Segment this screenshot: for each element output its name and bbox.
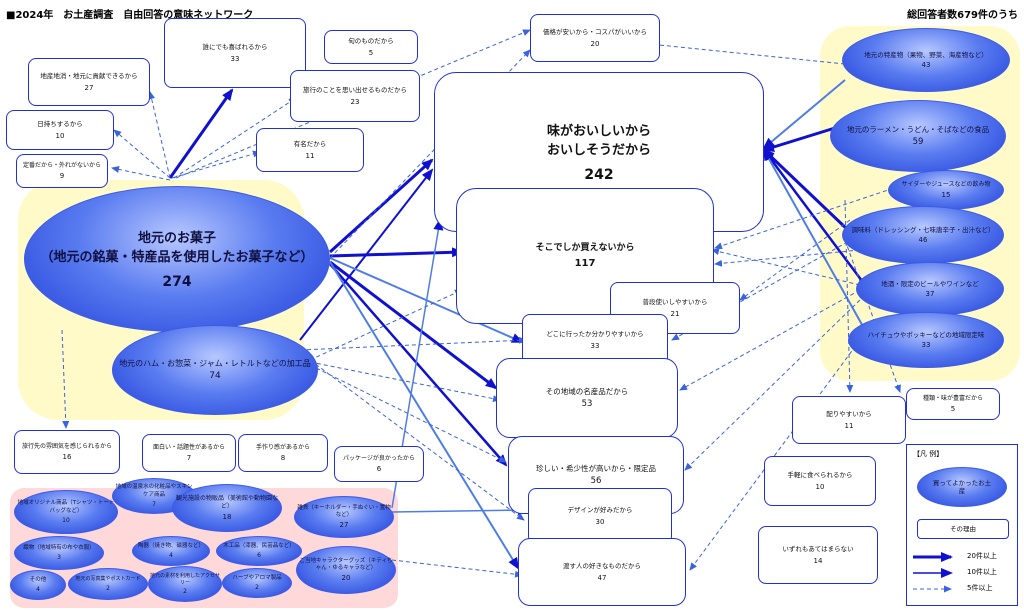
node-sonota: その他 4 <box>10 570 66 600</box>
edge-d-16 <box>689 339 861 571</box>
edge-d-14 <box>684 299 861 471</box>
edge-okashi-dareni <box>168 88 234 179</box>
edge-okashi-oishii <box>328 158 434 254</box>
node-kubari: 配りやすいから 11 <box>792 396 906 444</box>
edge-d-25 <box>299 336 527 351</box>
edge-beer-oishii <box>762 148 867 286</box>
edge-kakou-oishii <box>299 168 434 341</box>
node-izure: いずれもあてはまらない 14 <box>758 526 878 584</box>
legend-node-sample: 買ってよかったお土産 <box>917 467 1007 507</box>
node-himochi: 日持ちするから 10 <box>6 110 114 150</box>
node-shurui: 種類・味が豊富だから 5 <box>906 388 1000 420</box>
node-fun-iki: 旅行先の雰囲気を感じられるから 16 <box>14 430 120 474</box>
node-meisan: その地域の名産品だから 53 <box>496 358 678 438</box>
edge-d-12 <box>711 248 861 286</box>
edge-d-13 <box>679 289 861 391</box>
edge-d-9 <box>714 185 901 250</box>
edge-okashi-sokodake <box>329 247 464 258</box>
edge-hichu-oishii <box>763 148 866 331</box>
edge-d-5 <box>173 97 297 179</box>
node-zakka: 雑貨（キーホルダー・手ぬぐい・置物など） 27 <box>294 496 394 538</box>
node-cider: サイダーやジュースなどの飲み物 15 <box>888 170 1004 210</box>
node-dokoni: どこに行ったか分かりやすいから 33 <box>522 314 668 366</box>
node-kakou: 地元のハム・お惣菜・ジャム・レトルトなどの加工品 74 <box>112 325 318 415</box>
edge-d-19 <box>309 359 525 521</box>
node-beer: 地酒・限定のビールやワインなど 37 <box>856 262 1004 316</box>
total-respondents: 総回答者数679件のうち <box>907 10 1018 21</box>
node-chara: ご当地キャラクターグッズ（キティちゃん・ゆるキャラなど） 20 <box>296 546 396 594</box>
node-orimono: 織物（地域特有の布や衣服） 3 <box>14 536 104 570</box>
legend-reason-sample: その理由 <box>917 519 1009 539</box>
legend-label-10: 10件以上 <box>967 568 997 576</box>
edge-choumi-oishii <box>762 148 850 232</box>
legend-label-20: 20件以上 <box>967 552 997 560</box>
edge-ramen-oishii <box>762 126 836 152</box>
node-ramen: 地元のラーメン・うどん・そばなどの食品 59 <box>830 100 1006 172</box>
legend-label-5: 5件以上 <box>967 584 993 592</box>
edge-d-7 <box>61 329 70 429</box>
edge-d-2 <box>113 129 171 179</box>
node-tezukuri: 手作り感があるから 8 <box>238 434 328 472</box>
node-tegaru: 手軽に食べられるから 10 <box>764 456 876 506</box>
node-ryokou: 旅行のことを思い出せるものだから 23 <box>290 70 420 122</box>
node-design: デザインが好みだから 30 <box>528 488 672 544</box>
edge-d-18 <box>844 239 901 393</box>
edge-d-8 <box>629 39 846 65</box>
edge-d-20 <box>309 289 463 361</box>
node-mokkou: 木工品（漆器、民芸品など） 6 <box>216 536 302 566</box>
node-yumei: 有名だから 11 <box>256 128 364 172</box>
node-sozai: 地元の素材を利用したアクセサリー 2 <box>148 566 222 602</box>
edge-d-3 <box>111 165 171 181</box>
edge-d-21 <box>309 361 501 403</box>
node-package: パッケージが良かったから 6 <box>334 446 424 482</box>
node-choumi: 調味料（ドレッシング・七味唐辛子・出汁など） 46 <box>842 206 1004 264</box>
node-tokiki: 陶器（焼き物、磁器など） 4 <box>132 536 210 566</box>
edge-zakka-design <box>391 505 530 516</box>
node-shashin: 地元の写真集やポストカード 2 <box>68 568 148 600</box>
node-chisan: 地産地消・地元に貢献できるから 27 <box>28 58 150 106</box>
edge-d-11 <box>671 234 861 341</box>
edge-okashi-mezurashii <box>329 263 508 467</box>
node-shun: 旬のものだから 5 <box>324 30 418 64</box>
node-hichu: ハイチュウやポッキーなどの地域限定味 33 <box>848 312 1004 368</box>
node-herb: ハーブやアロマ製品 2 <box>222 568 292 598</box>
node-tokusan: 地元の特産物（果物、野菜、海産物など） 43 <box>842 28 1010 92</box>
edge-d-15 <box>714 249 861 267</box>
legend-lines <box>913 552 953 593</box>
node-okashi: 地元のお菓子 （地元の銘菓・特産品を使用したお菓子など） 274 <box>24 186 330 332</box>
edge-d-10 <box>739 219 851 301</box>
node-dareni: 誰にでも喜ばれるから 33 <box>164 18 306 88</box>
edge-d-22 <box>309 364 507 463</box>
legend: 【凡 例】 買ってよかったお土産 その理由 20件以上 10件以上 5件以上 <box>906 444 1018 606</box>
node-kankou: 観光施設の物販品（美術館や動物園など） 18 <box>172 484 282 532</box>
edge-d-23 <box>391 559 523 578</box>
edge-d-4 <box>171 150 261 179</box>
legend-title: 【凡 例】 <box>913 450 944 458</box>
node-watasu: 渡す人の好きなものだから 47 <box>518 538 686 606</box>
page-title: ■2024年 お土産調査 自由回答の意味ネットワーク <box>6 10 254 21</box>
node-kakaku: 価格が安いから・コスパがいいから 20 <box>530 14 660 62</box>
node-original: 地域オリジナル商品（Tシャツ・トートバッグなど） 10 <box>14 490 118 534</box>
edge-okashi-watasu <box>329 261 520 570</box>
edge-tokusan-oishii <box>762 79 846 150</box>
edge-d-1 <box>148 91 171 179</box>
node-teiban: 定番だから・外れがないから 9 <box>16 154 108 188</box>
edge-okashi-meisan <box>329 260 498 390</box>
node-omoshiroi: 面白い・話題性があるから 7 <box>142 434 236 472</box>
